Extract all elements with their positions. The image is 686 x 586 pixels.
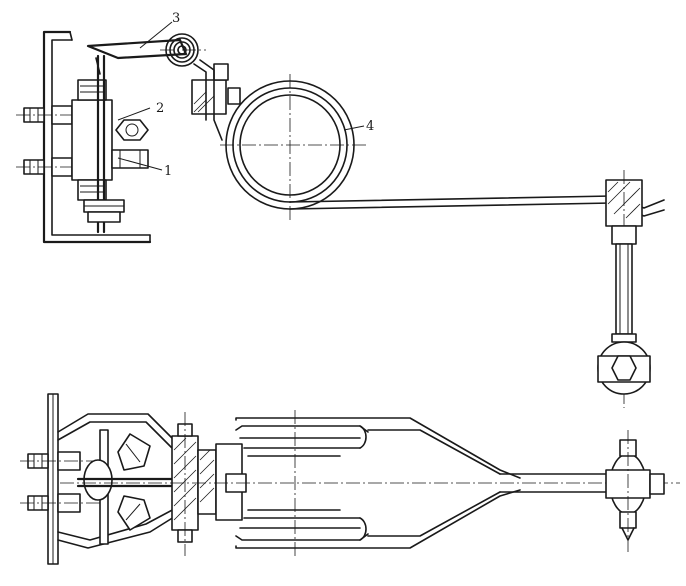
label-4: 4 (366, 119, 374, 134)
rod-end-eye (597, 341, 651, 395)
flange-coupling (171, 412, 199, 556)
base-bolt-upper (20, 451, 100, 471)
angled-nut-upper (117, 433, 151, 471)
frame-bracket (57, 413, 183, 549)
spiral-spring (220, 74, 368, 222)
label-2: 2 (156, 101, 164, 116)
coil-spring (160, 33, 206, 67)
mounting-bracket (42, 30, 152, 244)
angled-nut-lower (117, 495, 151, 531)
leader-lines (117, 21, 365, 171)
bottom-view (20, 393, 680, 565)
base-bolt-lower (20, 493, 100, 513)
spring-hub (215, 443, 247, 521)
bushing (197, 449, 217, 515)
bearing-housing (71, 54, 125, 234)
tapered-arm (60, 417, 680, 549)
output-rod (499, 473, 607, 493)
label-3: 3 (172, 11, 180, 26)
vertical-link (611, 225, 637, 343)
label-1: 1 (164, 164, 172, 179)
clamp-block (191, 59, 241, 141)
base-plate (47, 393, 59, 565)
spring-side-view (235, 410, 369, 556)
top-view: 3 2 1 4 (16, 11, 665, 408)
lever-arm (86, 38, 188, 75)
output-end-fitting (605, 430, 665, 552)
